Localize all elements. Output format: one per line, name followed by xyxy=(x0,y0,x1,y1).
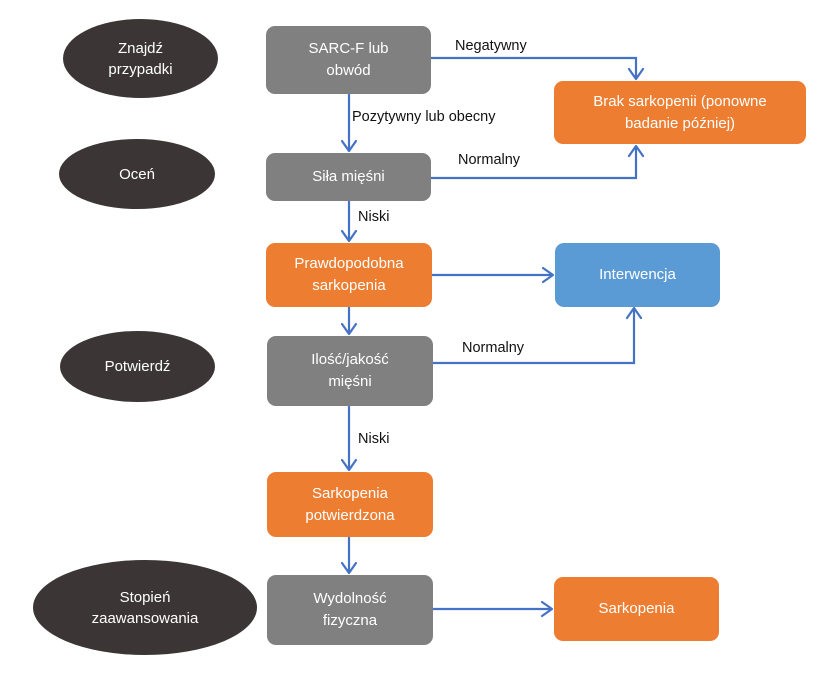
arrowhead xyxy=(340,561,358,575)
arrowhead xyxy=(627,67,645,81)
node-intervention: Interwencja xyxy=(555,243,720,307)
arrowhead xyxy=(340,458,358,472)
node-strength: Siła mięśni xyxy=(266,153,431,201)
stage-find-line1: Znajdź xyxy=(117,39,163,57)
node-no-sarcopenia-line1: Brak sarkopenii (ponowne xyxy=(593,92,767,110)
node-quantity: Ilość/jakość mięśni xyxy=(267,336,433,406)
node-probable-line1: Prawdopodobna xyxy=(294,255,404,272)
edge-label-normal-quantity: Normalny xyxy=(462,340,525,356)
node-performance: Wydolność fizyczna xyxy=(267,575,433,645)
stage-find-line2: przypadki xyxy=(108,60,173,78)
arrowhead xyxy=(625,306,643,320)
edge-sarcf-to-no-sarcopenia xyxy=(431,56,638,78)
stage-confirm: Potwierdź xyxy=(60,331,215,402)
edge-strength-to-no-sarcopenia xyxy=(431,147,638,180)
node-probable: Prawdopodobna sarkopenia xyxy=(266,243,432,307)
node-sarcopenia-label: Sarkopenia xyxy=(598,600,675,617)
arrowhead xyxy=(340,322,358,336)
edge-label-negative: Negatywny xyxy=(455,38,527,54)
arrowhead xyxy=(340,229,358,243)
node-confirmed-line1: Sarkopenia xyxy=(312,484,388,502)
node-sarcopenia: Sarkopenia xyxy=(554,577,719,641)
stage-assess-label: Oceń xyxy=(119,165,155,183)
stage-severity-line1: Stopień xyxy=(119,588,171,606)
node-no-sarcopenia-line2: badanie później) xyxy=(624,114,736,132)
node-confirmed-line2: potwierdzona xyxy=(305,506,395,524)
node-intervention-label: Interwencja xyxy=(599,266,676,283)
arrowhead xyxy=(541,266,555,284)
edge-quantity-to-intervention xyxy=(433,309,636,365)
node-sarcf-line1: SARC-F lub xyxy=(308,40,389,57)
arrowhead xyxy=(540,600,554,618)
stage-assess: Oceń xyxy=(59,139,215,209)
node-quantity-line2: mięśni xyxy=(328,373,372,390)
node-confirmed: Sarkopenia potwierdzona xyxy=(267,472,433,537)
node-quantity-line1: Ilość/jakość xyxy=(311,351,389,368)
node-sarcf: SARC-F lub obwód xyxy=(266,26,431,94)
edge-label-normal-strength: Normalny xyxy=(458,152,521,168)
arrowhead xyxy=(340,139,358,153)
stage-severity-line2: zaawansowania xyxy=(91,609,199,627)
edge-label-positive: Pozytywny lub obecny xyxy=(352,109,496,125)
arrowhead xyxy=(627,144,645,158)
edge-label-low-quantity: Niski xyxy=(358,431,390,447)
node-performance-line1: Wydolność xyxy=(313,590,387,607)
stage-confirm-label: Potwierdź xyxy=(104,358,171,375)
node-probable-line2: sarkopenia xyxy=(312,277,386,294)
node-sarcf-line2: obwód xyxy=(326,62,371,79)
stage-severity: Stopień zaawansowania xyxy=(33,560,257,655)
stage-find: Znajdź przypadki xyxy=(63,19,218,98)
node-no-sarcopenia: Brak sarkopenii (ponowne badanie później) xyxy=(554,81,806,144)
node-performance-line2: fizyczna xyxy=(322,612,378,629)
node-strength-label: Siła mięśni xyxy=(312,168,385,185)
edge-label-low-strength: Niski xyxy=(358,209,390,225)
